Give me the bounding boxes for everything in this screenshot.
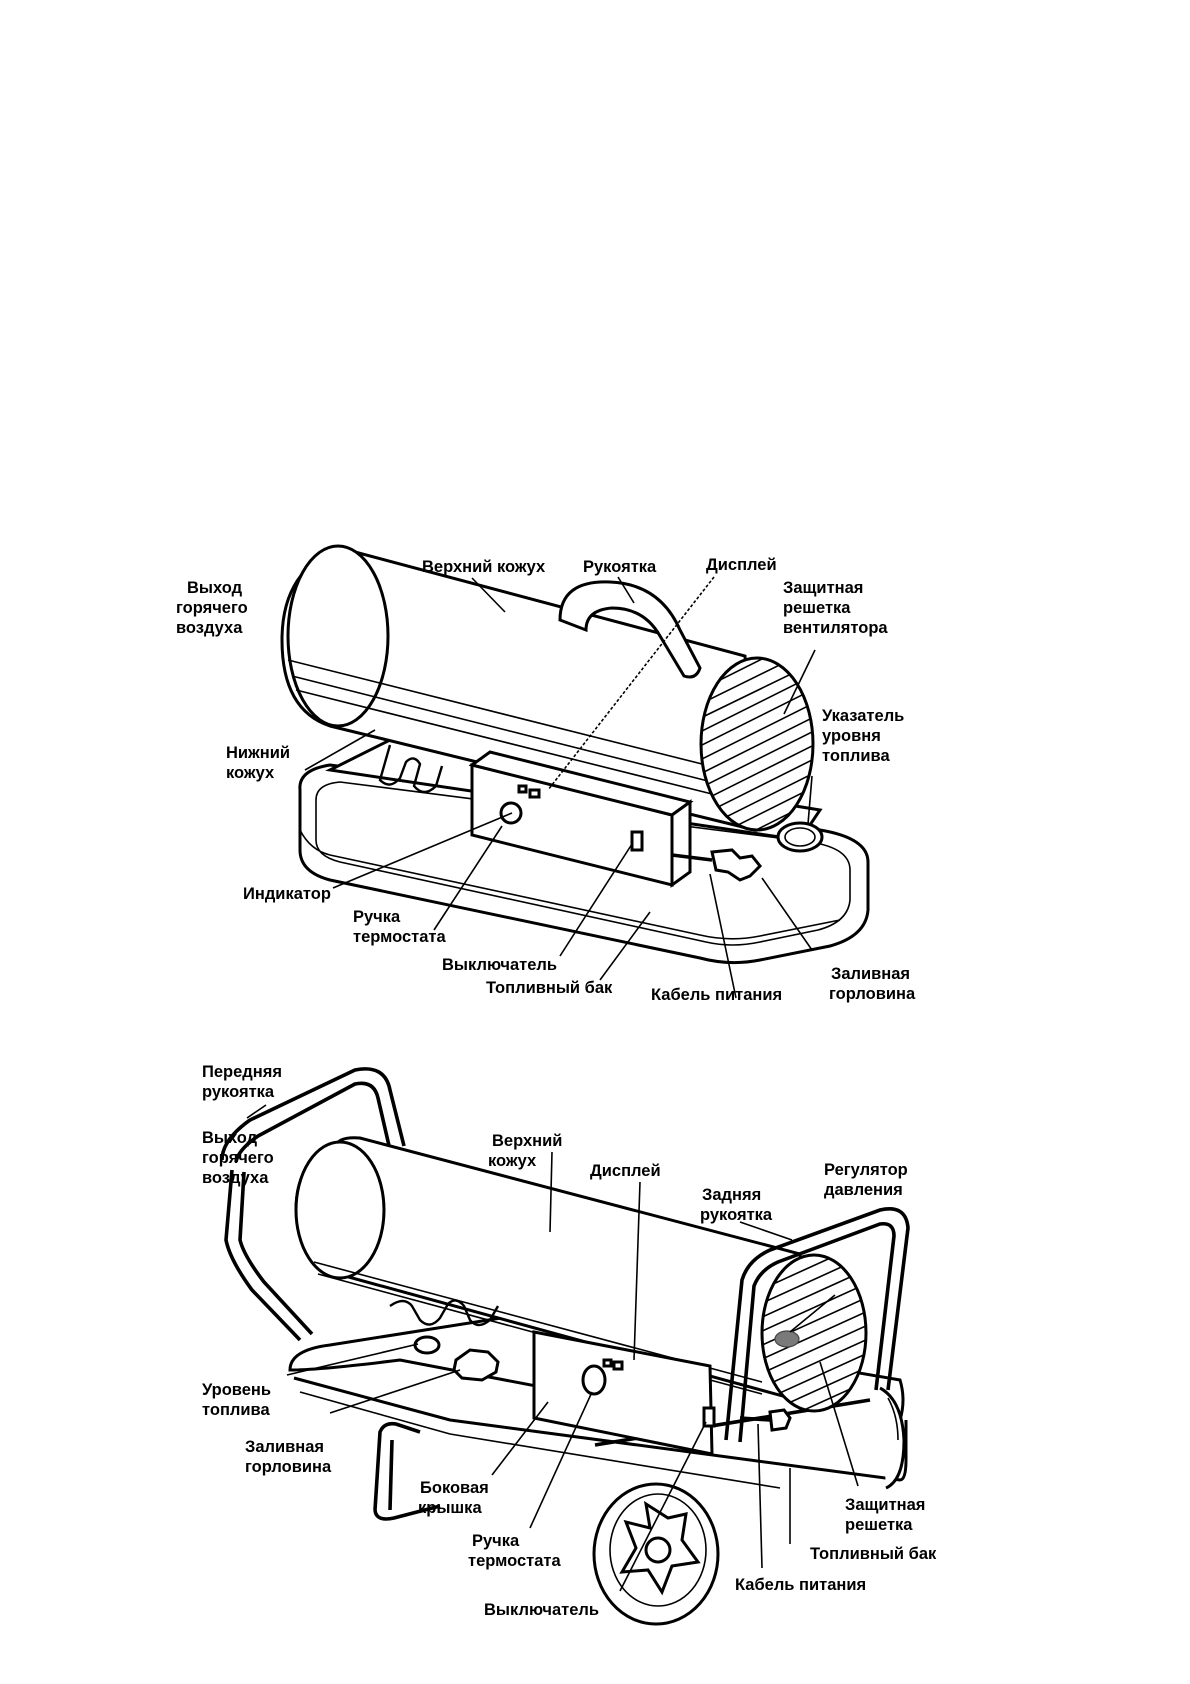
fig2-wheel-front-drawing: [592, 1482, 720, 1626]
fig2-label-thermostat-knob-2: термостата: [468, 1552, 561, 1570]
figure-2-labels: Передняя рукоятка Выход горячего воздуха…: [202, 1063, 937, 1619]
fig2-label-top-cover-1: Верхний: [492, 1132, 562, 1150]
fig2-label-side-cover-1: Боковая: [420, 1479, 489, 1497]
fig1-label-fuel-gauge-2: уровня: [822, 727, 881, 745]
fig1-handle-drawing: [558, 580, 702, 679]
fig1-label-bottom-cover-1: Нижний: [226, 744, 290, 762]
fig2-label-filler-neck-1: Заливная: [245, 1438, 324, 1456]
fig2-label-pressure-regulator-2: давления: [824, 1181, 903, 1199]
fig1-label-fuel-gauge-1: Указатель: [822, 707, 904, 725]
fig1-label-fuel-gauge-3: топлива: [822, 747, 890, 765]
fig2-rear-handle-drawing: [724, 1207, 910, 1441]
fig1-label-hot-air-outlet-2: горячего: [176, 599, 248, 617]
fig2-label-fuel-level-1: Уровень: [202, 1381, 271, 1399]
figure-1-labels: Выход горячего воздуха Верхний кожух Рук…: [176, 556, 916, 1004]
fig1-label-fan-guard-3: вентилятора: [783, 619, 888, 637]
fig2-front-handle-drawing: [220, 1067, 406, 1161]
fig2-label-display: Дисплей: [590, 1162, 661, 1180]
fig1-label-fuel-tank: Топливный бак: [486, 979, 613, 997]
fig1-label-top-cover: Верхний кожух: [422, 558, 546, 576]
fig1-label-switch: Выключатель: [442, 956, 557, 974]
fig1-label-power-cable: Кабель питания: [651, 986, 782, 1004]
fig2-label-rear-handle-2: рукоятка: [700, 1206, 773, 1224]
fig2-label-front-handle-2: рукоятка: [202, 1083, 275, 1101]
fig2-label-filler-neck-2: горловина: [245, 1458, 332, 1476]
fig2-label-top-cover-2: кожух: [488, 1152, 537, 1170]
fig2-label-guard-1: Защитная: [845, 1496, 925, 1514]
fig1-label-fan-guard-1: Защитная: [783, 579, 863, 597]
fig2-label-hot-air-outlet-2: горячего: [202, 1149, 274, 1167]
figure-1-heater: [280, 544, 870, 999]
fig2-label-power-cable: Кабель питания: [735, 1576, 866, 1594]
fig2-label-fuel-level-2: топлива: [202, 1401, 270, 1419]
fig2-label-hot-air-outlet-3: воздуха: [202, 1169, 269, 1187]
fig1-label-filler-neck-1: Заливная: [831, 965, 910, 983]
fig1-label-fan-guard-2: решетка: [783, 599, 851, 617]
fig1-label-thermostat-knob-1: Ручка: [353, 908, 401, 926]
fig2-label-side-cover-2: крышка: [418, 1499, 482, 1517]
fig2-wheel-rear-drawing: [879, 1386, 906, 1490]
fig2-label-hot-air-outlet-1: Выход: [202, 1129, 258, 1147]
fig1-label-bottom-cover-2: кожух: [226, 764, 275, 782]
fig1-label-thermostat-knob-2: термостата: [353, 928, 446, 946]
fig1-label-display: Дисплей: [706, 556, 777, 574]
fig2-label-switch: Выключатель: [484, 1601, 599, 1619]
fig2-label-front-handle-1: Передняя: [202, 1063, 282, 1081]
fig1-label-filler-neck-2: горловина: [829, 985, 916, 1003]
fig2-label-rear-handle-1: Задняя: [702, 1186, 761, 1204]
fig2-label-guard-2: решетка: [845, 1516, 913, 1534]
fig2-label-pressure-regulator-1: Регулятор: [824, 1161, 908, 1179]
fig2-rear-grille-drawing: [760, 1253, 868, 1413]
fig2-label-thermostat-knob-1: Ручка: [472, 1532, 520, 1550]
figure-2-heater: [220, 1067, 910, 1626]
fig1-label-hot-air-outlet-3: воздуха: [176, 619, 243, 637]
fig1-label-hot-air-outlet-1: Выход: [187, 579, 243, 597]
fig1-label-indicator: Индикатор: [243, 885, 331, 903]
fig1-label-handle: Рукоятка: [583, 558, 657, 576]
fig2-label-fuel-tank: Топливный бак: [810, 1545, 937, 1563]
